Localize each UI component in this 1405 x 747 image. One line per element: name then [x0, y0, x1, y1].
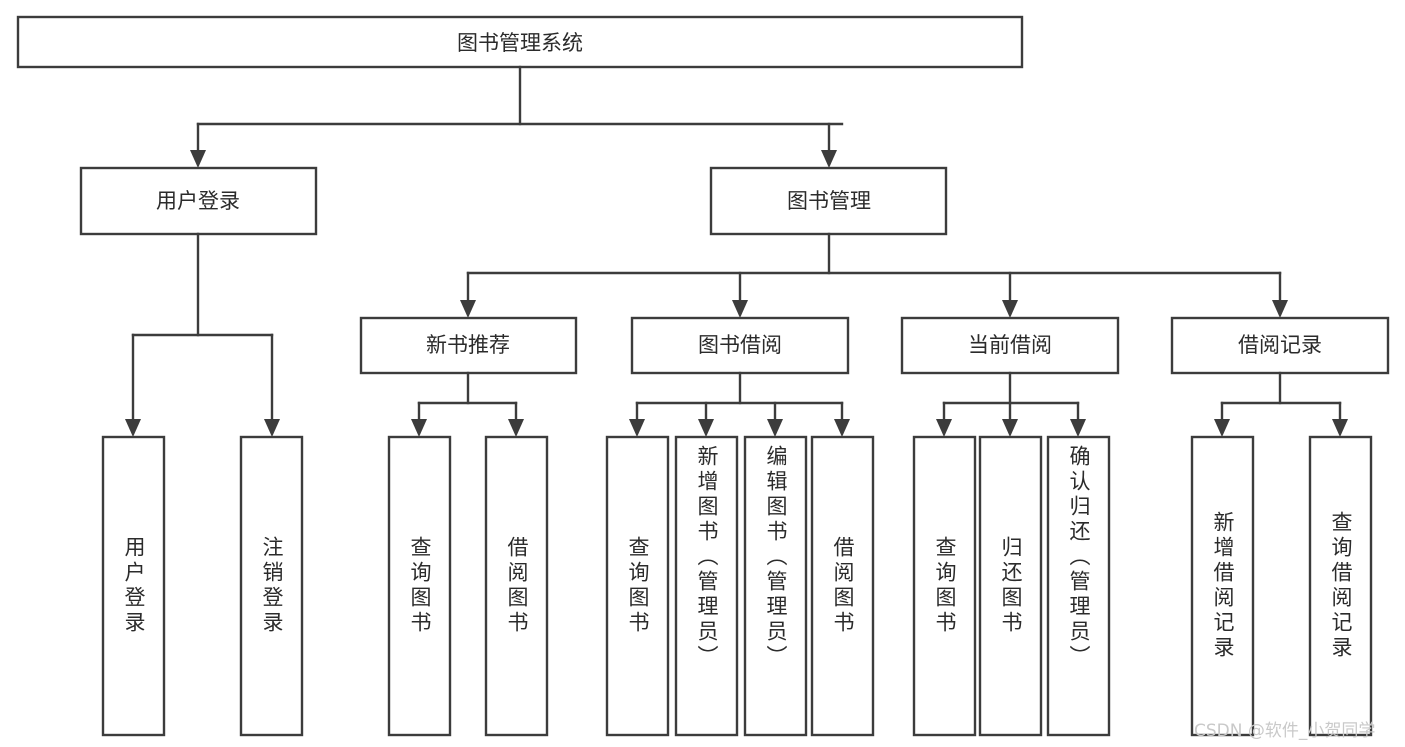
node-root[interactable]: 图书管理系统 [16, 15, 1024, 69]
node-current-borrow-rect [900, 316, 1120, 375]
connector-user-login-to-leaves [125, 232, 280, 437]
leaf-box-book-borrow-1[interactable] [674, 435, 739, 737]
node-new-book-recommend-rect [359, 316, 578, 375]
leaf-box-user-login-1[interactable] [239, 435, 304, 737]
node-user-login[interactable]: 用户登录 [79, 166, 318, 236]
leaf-box-user-login-0[interactable] [101, 435, 166, 737]
node-borrow-record[interactable]: 借阅记录 [1170, 316, 1390, 375]
node-current-borrow-label: 当前借阅 [968, 333, 1052, 357]
connector-current-borrow-to-leaves [936, 371, 1086, 437]
node-root-rect [16, 15, 1024, 69]
connector-new-book-recommend-to-leaves [411, 371, 524, 437]
leaf-box-book-borrow-2[interactable] [743, 435, 808, 737]
node-current-borrow[interactable]: 当前借阅 [900, 316, 1120, 375]
node-user-login-rect [79, 166, 318, 236]
leaf-box-current-borrow-2[interactable] [1046, 435, 1111, 737]
connector-book-manage-to-level3 [460, 232, 1288, 318]
connector-root-to-level2 [190, 65, 844, 168]
node-root-label: 图书管理系统 [457, 31, 583, 55]
leaf-box-new-book-1[interactable] [484, 435, 549, 737]
node-book-manage[interactable]: 图书管理 [709, 166, 948, 236]
connector-borrow-record-to-leaves [1214, 371, 1348, 437]
leaf-box-borrow-record-1[interactable] [1308, 435, 1373, 737]
node-borrow-record-label: 借阅记录 [1238, 333, 1322, 357]
connector-book-borrow-to-leaves [629, 371, 850, 437]
csdn-watermark: CSDN @软件_小贺同学 [1194, 721, 1376, 741]
leaf-box-book-borrow-3[interactable] [810, 435, 875, 737]
leaf-box-borrow-record-0[interactable] [1190, 435, 1255, 737]
node-book-manage-label: 图书管理 [787, 189, 871, 213]
node-book-borrow-label: 图书借阅 [698, 333, 782, 357]
node-new-book-recommend[interactable]: 新书推荐 [359, 316, 578, 375]
node-book-borrow[interactable]: 图书借阅 [630, 316, 850, 375]
node-new-book-recommend-label: 新书推荐 [426, 333, 510, 357]
leaf-box-new-book-0[interactable] [387, 435, 452, 737]
node-user-login-label: 用户登录 [156, 189, 240, 213]
leaf-box-current-borrow-1[interactable] [978, 435, 1043, 737]
leaf-box-current-borrow-0[interactable] [912, 435, 977, 737]
leaf-box-book-borrow-0[interactable] [605, 435, 670, 737]
